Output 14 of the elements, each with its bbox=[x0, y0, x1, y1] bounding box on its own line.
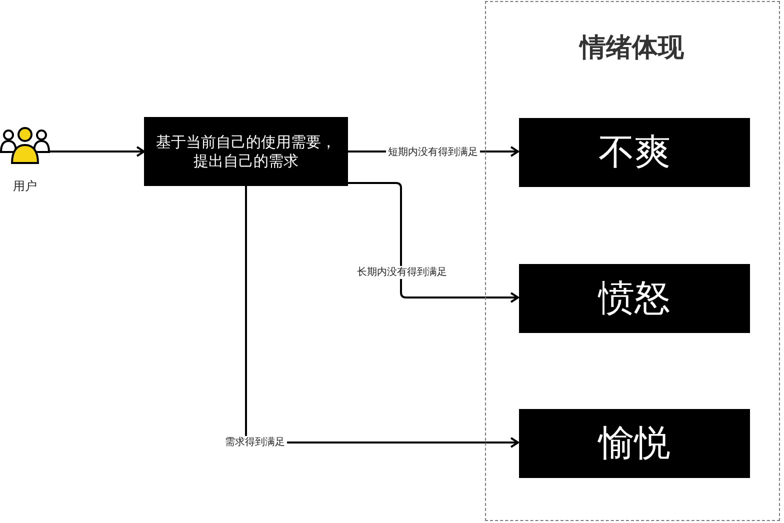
people-icon bbox=[0, 125, 50, 165]
arrow bbox=[245, 186, 519, 448]
process-box: 基于当前自己的使用需要，提出自己的需求 bbox=[144, 117, 348, 186]
emotion-box: 不爽 bbox=[519, 118, 750, 187]
edge-label: 短期内没有得到满足 bbox=[386, 146, 480, 158]
group-title: 情绪体现 bbox=[580, 33, 684, 63]
arrow bbox=[50, 146, 145, 157]
edge-label: 需求得到满足 bbox=[223, 436, 287, 448]
arrow bbox=[348, 182, 519, 303]
icon-caption: 用户 bbox=[13, 179, 37, 194]
emotion-box: 愉悦 bbox=[519, 409, 750, 478]
group-frame bbox=[485, 1, 780, 521]
edge-label: 长期内没有得到满足 bbox=[355, 266, 449, 278]
emotion-box: 愤怒 bbox=[519, 264, 750, 333]
